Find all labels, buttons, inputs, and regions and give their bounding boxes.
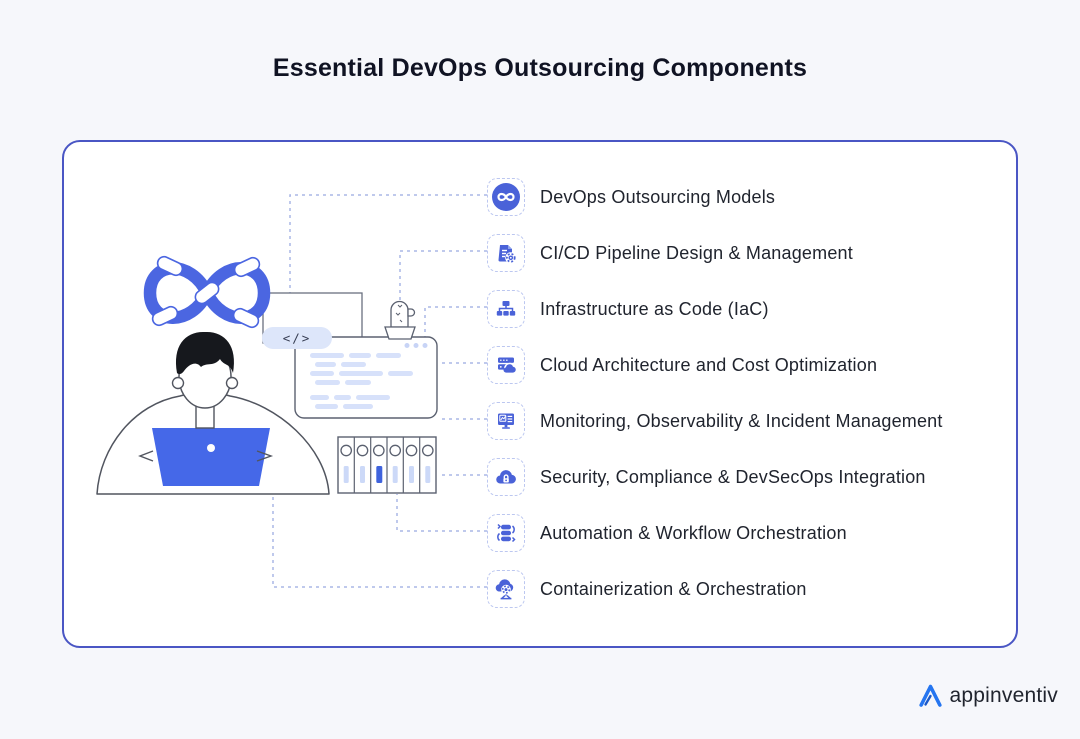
person-head (178, 345, 232, 409)
devops-infinity-icon (487, 178, 525, 216)
workflow-stack-icon (487, 514, 525, 552)
code-window (294, 336, 438, 419)
connector-lines (272, 194, 487, 588)
monitor-chart-icon (487, 402, 525, 440)
list-item: Security, Compliance & DevSecOps Integra… (487, 449, 943, 505)
laptop-illustration (152, 428, 270, 486)
infinity-symbol-illustration (143, 255, 271, 329)
server-cloud-icon (487, 346, 525, 384)
list-item: DevOps Outsourcing Models (487, 169, 943, 225)
list-item: Infrastructure as Code (IaC) (487, 281, 943, 337)
list-item: CI/CD Pipeline Design & Management (487, 225, 943, 281)
code-tag-text: </> (283, 331, 312, 346)
appinventiv-logo-icon (918, 684, 942, 707)
right-hand (256, 450, 274, 462)
laptop-logo-dot (207, 444, 215, 452)
server-rack-illustration (337, 436, 437, 494)
document-gear-icon (487, 234, 525, 272)
person-neck (195, 399, 215, 429)
list-item: Cloud Architecture and Cost Optimization (487, 337, 943, 393)
list-item: Monitoring, Observability & Incident Man… (487, 393, 943, 449)
cloud-gear-node-icon (487, 570, 525, 608)
component-label: DevOps Outsourcing Models (540, 186, 776, 207)
person-illustration (96, 331, 330, 495)
brand-logo: appinventiv (918, 683, 1058, 708)
code-lines (310, 353, 413, 409)
component-label: Infrastructure as Code (IaC) (540, 298, 769, 319)
person-hair (175, 331, 235, 375)
brand-name: appinventiv (949, 683, 1058, 707)
component-label: CI/CD Pipeline Design & Management (540, 242, 853, 263)
sitemap-icon (487, 290, 525, 328)
left-hand (138, 450, 154, 462)
back-panel (262, 292, 363, 344)
component-label: Security, Compliance & DevSecOps Integra… (540, 466, 926, 487)
person-body (96, 391, 330, 495)
component-list: DevOps Outsourcing Models CI/CD Pipeline… (487, 169, 943, 617)
cloud-lock-icon (487, 458, 525, 496)
list-item: Automation & Workflow Orchestration (487, 505, 943, 561)
list-item: Containerization & Orchestration (487, 561, 943, 617)
component-label: Containerization & Orchestration (540, 578, 807, 599)
cactus-illustration (384, 300, 416, 340)
window-dots-icon (404, 343, 428, 348)
code-tag-pill: </> (262, 327, 332, 349)
component-label: Monitoring, Observability & Incident Man… (540, 410, 943, 431)
page-title: Essential DevOps Outsourcing Components (272, 54, 808, 82)
component-label: Cloud Architecture and Cost Optimization (540, 354, 878, 375)
components-card: </> (62, 140, 1018, 648)
component-label: Automation & Workflow Orchestration (540, 522, 847, 543)
